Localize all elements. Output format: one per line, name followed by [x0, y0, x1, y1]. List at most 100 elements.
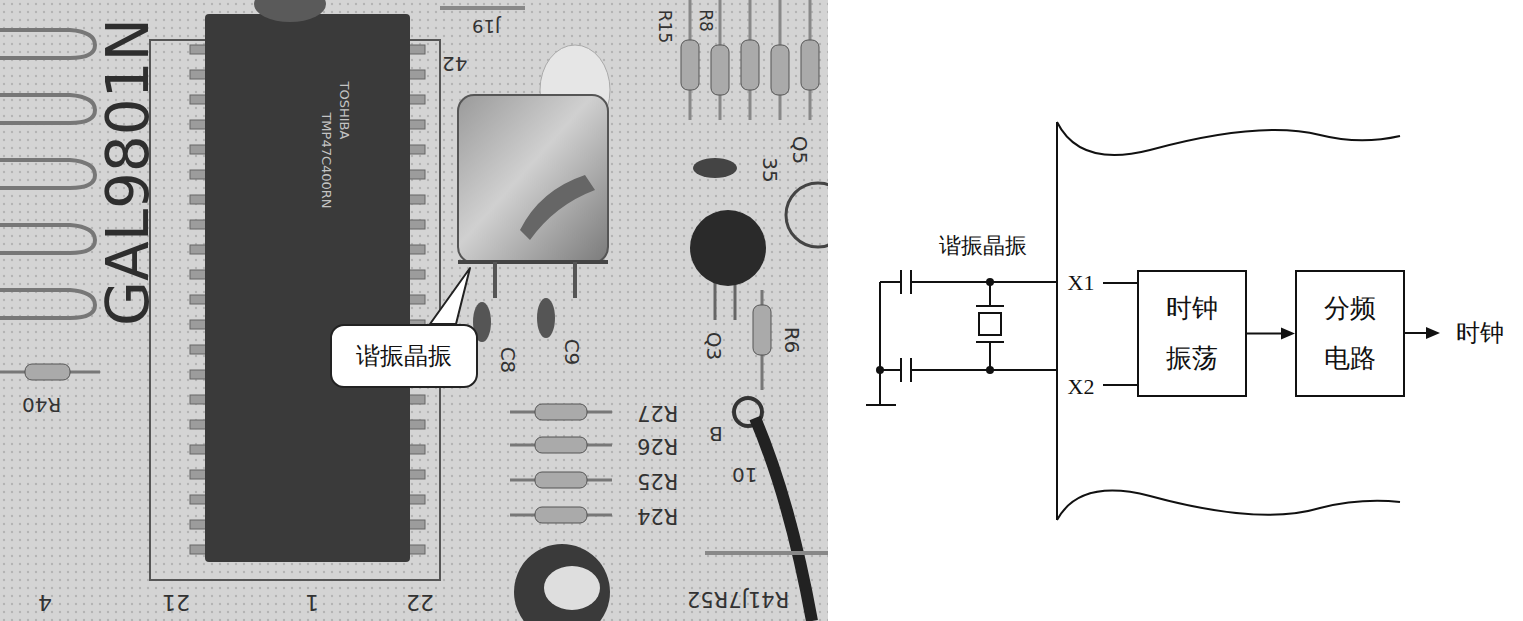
chip-marking: TMP47C400RN	[320, 112, 333, 208]
left-wires-part	[0, 225, 95, 253]
output-arrowhead	[1426, 327, 1440, 339]
part-label: 10	[732, 465, 757, 485]
part-label: Q3	[704, 332, 724, 360]
oscillator-circuit-part	[879, 282, 881, 405]
crystal-component-part	[520, 175, 595, 240]
ic-outline-top	[1057, 122, 1400, 155]
crystal-component-part	[458, 260, 608, 264]
junction-dots-part	[876, 366, 884, 374]
part-label: Q5	[790, 136, 810, 164]
arrowhead	[1281, 328, 1295, 340]
crystal-component-part	[573, 262, 577, 298]
resistor-symbol-part	[25, 364, 70, 380]
top-resistors-part	[711, 45, 729, 95]
pin-name: X1	[1068, 272, 1095, 294]
crystal-component	[458, 45, 610, 298]
top-resistors-part	[741, 40, 759, 90]
oscillator-circuit	[866, 270, 1428, 405]
left-wires-part	[0, 30, 95, 58]
callout-pointer	[430, 268, 470, 324]
resistor-symbol	[753, 290, 771, 390]
left-wires-part	[0, 95, 95, 123]
oscillator-circuit-part	[976, 305, 1004, 307]
junction-dots-part	[986, 366, 994, 374]
part-label: R41J7R52	[687, 588, 789, 609]
test-point-label: B	[709, 424, 723, 444]
node-text: 分频 电路	[1307, 284, 1393, 383]
electrolytic-capacitor-part	[544, 566, 600, 610]
part-label: R26	[637, 435, 678, 456]
pcb-hole-grid	[0, 0, 828, 621]
crystal-component-part	[493, 262, 497, 298]
jumper-wire	[705, 551, 828, 555]
pin-number: 4	[38, 591, 52, 613]
junction-dots	[876, 278, 994, 374]
pin-number: 22	[406, 591, 434, 613]
resistor-symbol-part	[753, 305, 771, 355]
part-label: R27	[637, 402, 678, 423]
part-label: C8	[498, 347, 518, 374]
oscillator-circuit-part	[979, 313, 1001, 335]
schematic-ground	[828, 0, 1523, 621]
part-label: R25	[637, 470, 678, 491]
part-label: 35	[760, 157, 780, 182]
pin-name: X2	[1068, 376, 1095, 398]
left-wires	[0, 30, 95, 318]
component-label: 谐振晶振	[939, 235, 1027, 257]
oscillator-circuit-part	[911, 369, 1057, 371]
resistor-row-part	[535, 507, 587, 523]
transistor-component-part	[714, 280, 717, 320]
resistor-row-part	[535, 404, 587, 420]
resistor-row-part	[535, 437, 587, 453]
crystal-component-part	[458, 95, 608, 263]
top-resistors-part	[681, 40, 699, 90]
pcb-board	[0, 0, 828, 621]
oscillator-circuit-part	[880, 281, 901, 283]
pcb-photo	[0, 0, 850, 621]
resistor-symbol	[0, 364, 100, 380]
left-wires-part	[0, 290, 95, 318]
resistor-row	[510, 404, 612, 523]
oscillator-circuit-part	[900, 358, 902, 382]
ic-outline-left	[1056, 122, 1058, 520]
pin-number: 1	[305, 591, 319, 613]
oscillator-circuit-part	[989, 342, 991, 370]
ic-outline-bottom	[1057, 491, 1400, 520]
oscillator-circuit-part	[1405, 332, 1428, 334]
part-label: R6	[782, 327, 802, 354]
capacitor-component	[473, 298, 555, 342]
part-label: R8	[696, 9, 713, 32]
transistor-component-part	[690, 210, 766, 286]
transistor-component-part	[734, 285, 737, 320]
node-text: 谐振晶振	[356, 342, 452, 371]
jumper-label: J19	[472, 17, 500, 35]
chip-marking: TOSHIBA	[338, 81, 351, 139]
oscillator-circuit-part	[900, 270, 902, 294]
oscillator-circuit-part	[866, 404, 896, 406]
electrolytic-capacitor-part	[514, 544, 610, 621]
process-box: 分频 电路	[1295, 270, 1405, 397]
part-label: R24	[637, 505, 678, 526]
top-resistors-part	[801, 40, 819, 90]
top-resistors-part	[771, 45, 789, 95]
node-text: 时钟 振荡	[1149, 284, 1235, 383]
left-wires-part	[0, 160, 95, 188]
top-resistors	[681, 0, 819, 120]
pin-number: 42	[442, 54, 467, 74]
process-box: 时钟 振荡	[1137, 270, 1247, 397]
jumper-wire	[440, 6, 525, 10]
oscillator-circuit-part	[1103, 282, 1137, 284]
callout-bubble: 谐振晶振	[330, 324, 478, 388]
electrolytic-capacitor	[514, 544, 610, 621]
oscillator-circuit-part	[1103, 384, 1137, 386]
part-label: C9	[562, 339, 582, 366]
board-marking: GAL9801N	[99, 18, 157, 326]
part-label: R40	[22, 395, 61, 415]
resistor-row-part	[535, 472, 587, 488]
capacitor-component-part	[537, 298, 555, 338]
oscillator-circuit-part	[911, 281, 1057, 283]
part-label: R15	[656, 9, 673, 42]
junction-dots-part	[986, 278, 994, 286]
signal-name: 时钟	[1456, 321, 1504, 345]
